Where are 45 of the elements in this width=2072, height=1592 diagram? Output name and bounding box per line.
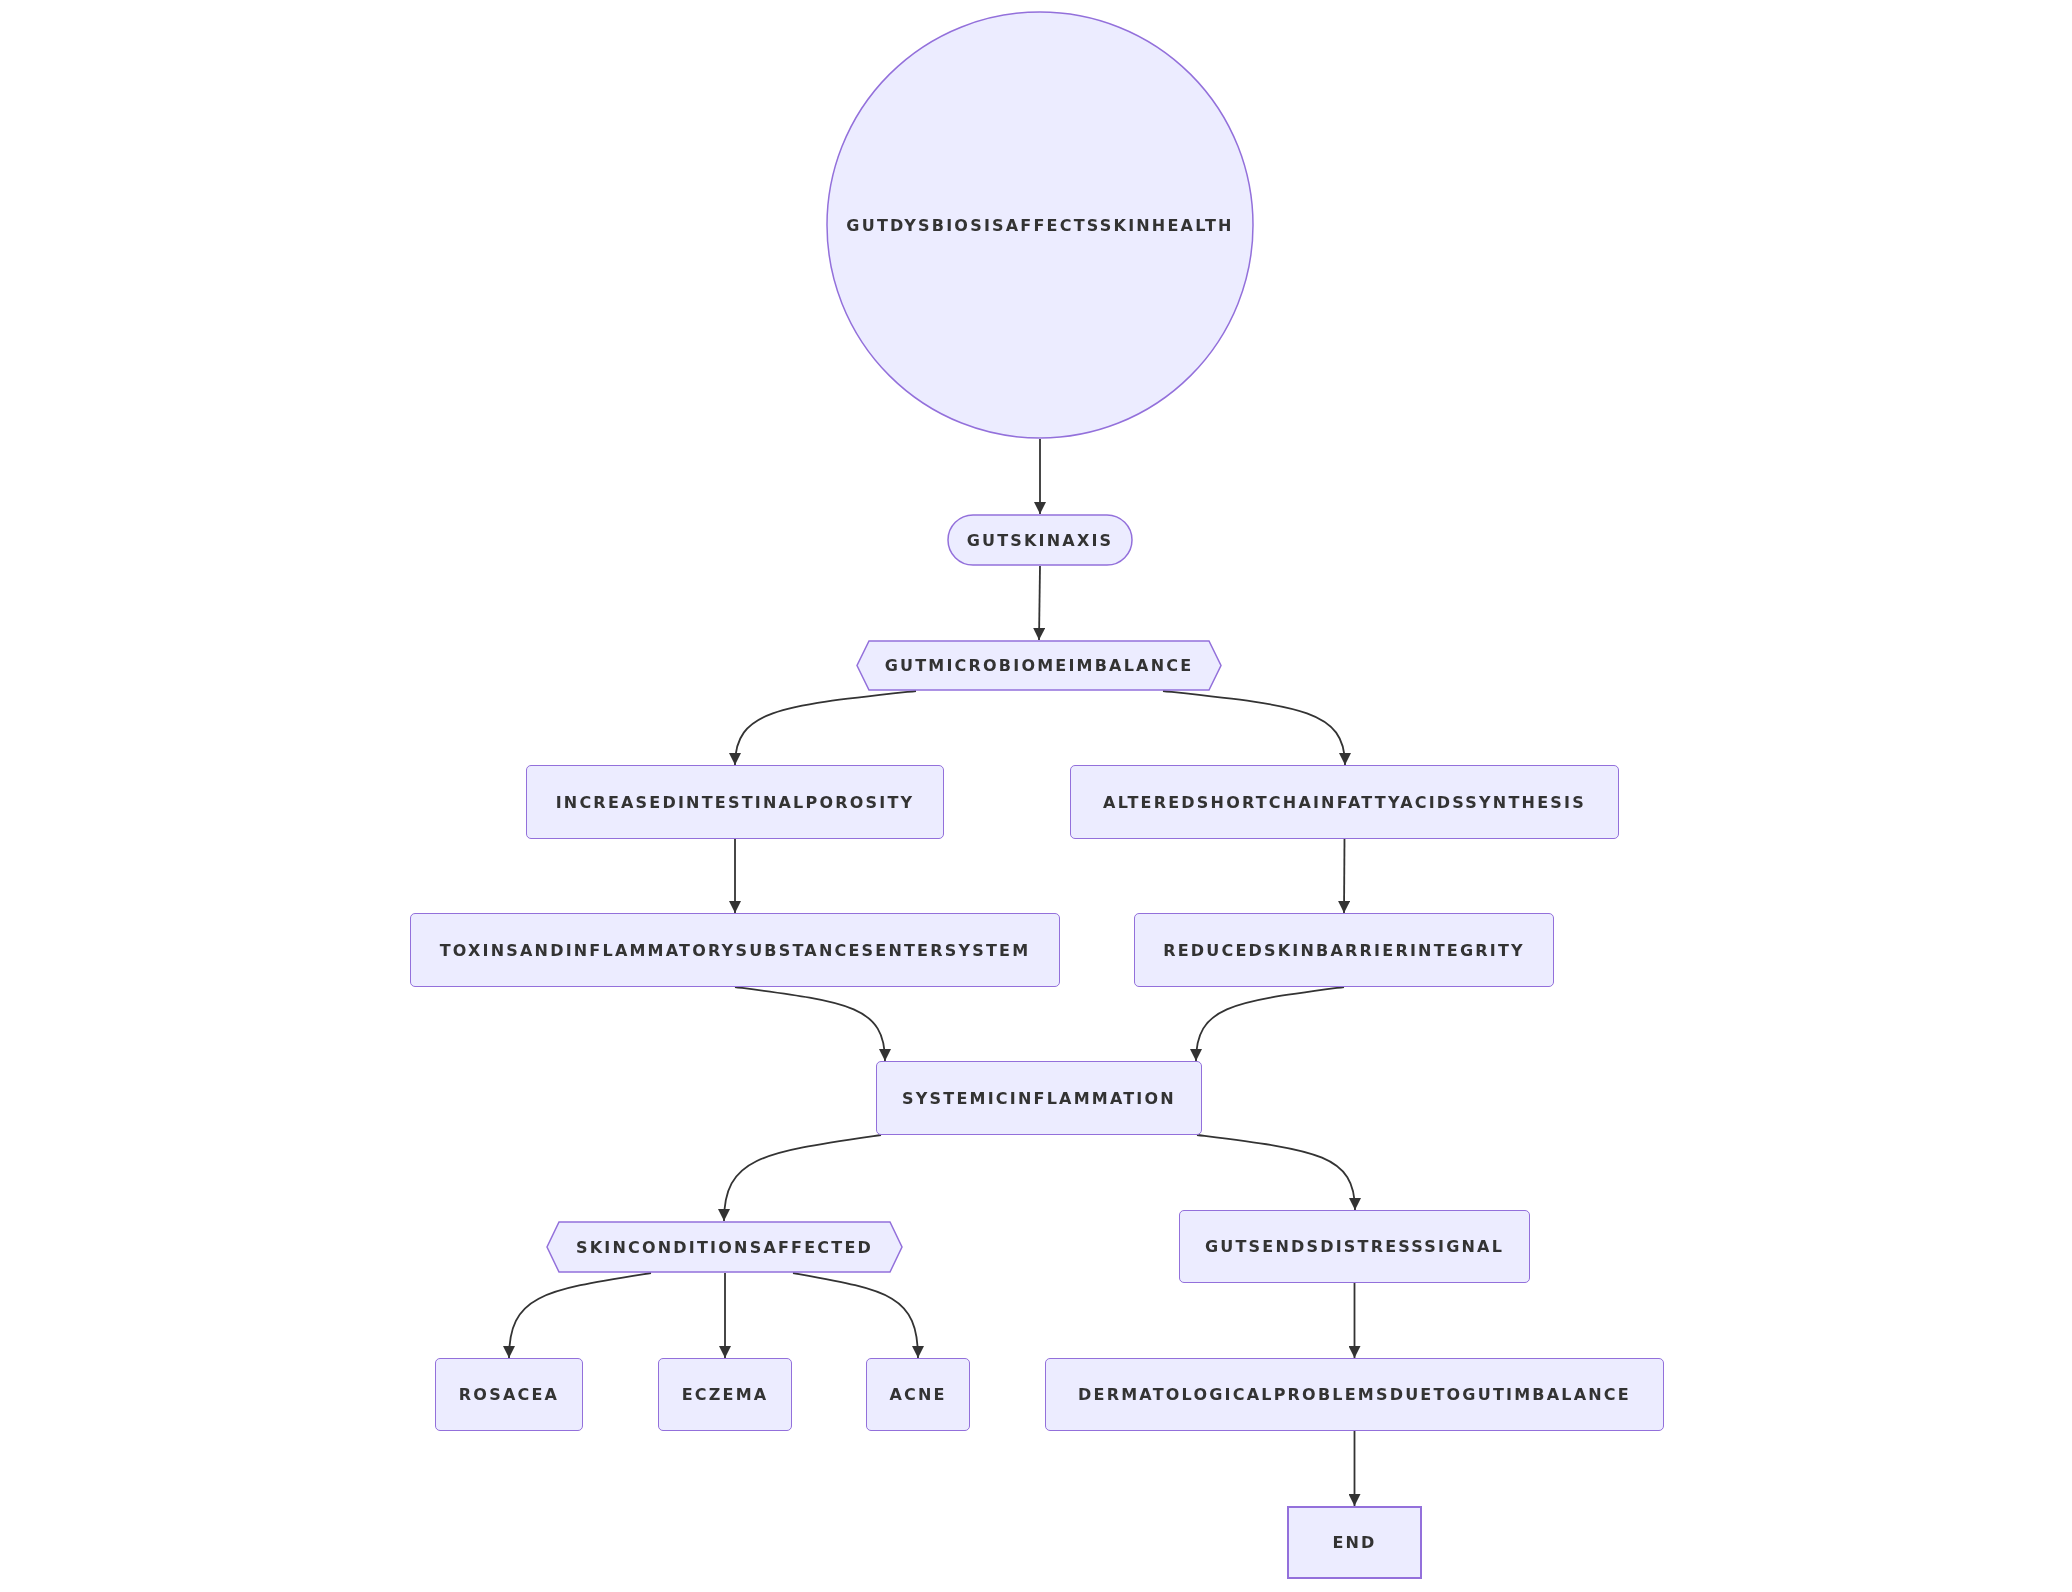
node-label: GUTMICROBIOMEIMBALANCE [884,656,1194,675]
arrow [1338,838,1351,914]
arrow [1348,1430,1361,1507]
process-box [1134,913,1554,987]
end-box [1287,1506,1422,1579]
arrow [792,1272,924,1359]
node-label: GUTSENDSDISTRESSSIGNAL [1204,1237,1505,1256]
node-label: ACNE [889,1385,947,1404]
process-box [526,765,944,839]
arrow [1190,986,1345,1062]
arrow [1162,690,1351,766]
arrow [719,1272,731,1359]
process-box [1179,1210,1530,1283]
node-label: SKINCONDITIONSAFFECTED [575,1237,874,1257]
arrow [734,986,891,1062]
process-box [658,1358,792,1431]
node-label: END [1332,1533,1377,1552]
node-label: DERMATOLOGICALPROBLEMSDUETOGUTIMBALANCE [1078,1385,1631,1404]
process-box [1045,1358,1664,1431]
process-box [876,1061,1202,1135]
node-label: ALTEREDSHORTCHAINFATTYACIDSSYNTHESIS [1103,792,1586,812]
node-label: ECZEMA [681,1385,769,1404]
node-label: INCREASEDINTESTINALPOROSITY [555,792,915,812]
process-box [1070,765,1619,839]
process-box [435,1358,583,1431]
start-circle [826,11,1254,439]
process-box [410,913,1060,987]
node-label: ROSACEA [458,1385,560,1404]
arrow [1196,1134,1361,1211]
process-box [866,1358,970,1431]
arrow [729,690,917,766]
arrow [1033,565,1046,641]
arrow [718,1134,882,1222]
node-label: GUTSKINAXIS [966,530,1114,550]
node-label: TOXINSANDINFLAMMATORYSUBSTANCESENTERSYSTEM [439,940,1031,960]
node-label: GUTDYSBIOSISAFFECTSSKINHEALTH [846,215,1234,235]
node-label: SYSTEMICINFLAMMATION [902,1088,1176,1108]
hexagon-node [546,1221,903,1273]
arrow [1348,1282,1361,1359]
arrow [729,838,741,914]
rounded-terminal [947,514,1133,566]
arrow [503,1272,652,1359]
arrow [1034,438,1046,515]
hexagon-node [856,640,1222,691]
node-label: REDUCEDSKINBARRIERINTEGRITY [1163,940,1525,960]
